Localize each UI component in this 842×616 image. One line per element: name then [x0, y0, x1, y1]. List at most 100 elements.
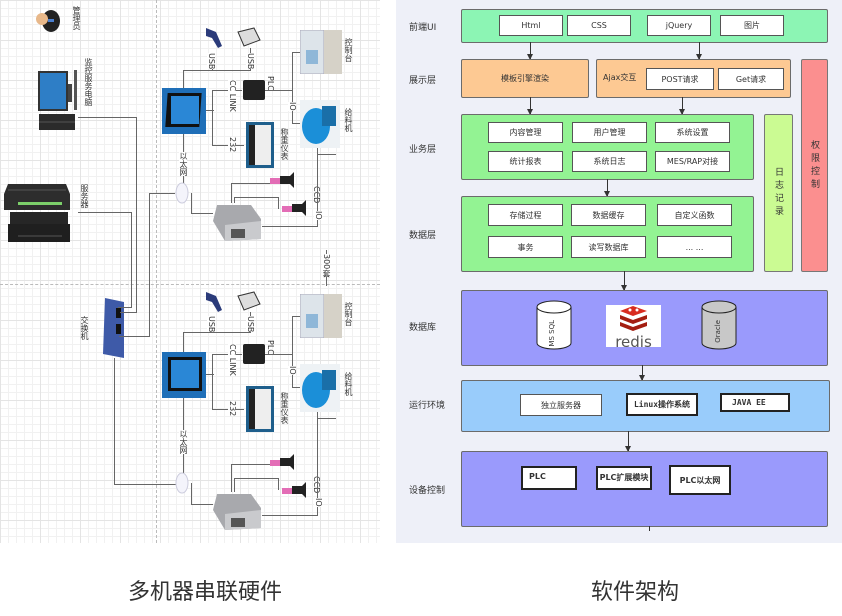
data-item: 事务	[488, 236, 563, 258]
flow-arrow	[625, 431, 631, 452]
weighing-instrument-icon	[246, 386, 274, 432]
admin-icon	[36, 10, 60, 32]
flow-arrow	[639, 365, 645, 381]
rs232-label: 232	[228, 137, 237, 153]
frontend-item: jQuery	[647, 15, 711, 36]
monitor-pc-label: 监控服务电脑	[84, 58, 93, 106]
layer-label-runtime: 运行环境	[409, 401, 446, 411]
data-item: 存储过程	[488, 204, 563, 226]
weighing-instrument-icon	[246, 122, 274, 168]
ccd-label: CCD	[312, 476, 321, 493]
io-label: IO	[288, 366, 297, 375]
monitor-pc-icon	[38, 70, 77, 130]
rs232-label: 232	[228, 401, 237, 417]
control-panel-icon	[300, 294, 342, 338]
io-label: IO	[314, 211, 323, 220]
data-item: ... ...	[657, 236, 732, 258]
touch-panel-icon	[162, 352, 206, 398]
ethernet-hub-icon	[175, 182, 189, 204]
plc-icon	[243, 80, 265, 100]
weighing-instrument-label: 称重仪表	[280, 128, 289, 160]
switch-icon	[103, 298, 124, 358]
cc-link-label: CC LINK	[228, 80, 237, 112]
weighing-instrument-label: 称重仪表	[280, 392, 289, 424]
touch-panel-icon	[162, 88, 206, 134]
business-item: MES/RAP对接	[655, 151, 730, 172]
business-item: 系统设置	[655, 122, 730, 143]
flow-arrow	[604, 179, 610, 197]
mssql-label: MS SQL	[548, 320, 556, 347]
industrial-pc-icon	[213, 205, 261, 241]
layer-label-presentation: 展示层	[409, 76, 437, 86]
runtime-item: JAVA EE	[720, 393, 790, 412]
frontend-item: Html	[499, 15, 563, 36]
server-label: 服务器	[80, 184, 89, 208]
plc-label: PLC	[266, 340, 275, 355]
io-label: IO	[288, 102, 297, 111]
io-label: IO	[314, 498, 323, 507]
hardware-caption: 多机器串联硬件	[128, 580, 283, 605]
ccd-camera-icon	[270, 454, 294, 470]
business-item: 用户管理	[572, 122, 647, 143]
permission-control-column: 权限控制	[801, 59, 828, 272]
software-architecture-diagram: 前端UI 展示层 业务层 数据层 数据库 运行环境 设备控制 Html CSS …	[396, 0, 842, 543]
frontend-item: CSS	[567, 15, 631, 36]
usb-label: USB	[246, 316, 255, 333]
layer-label-data: 数据层	[409, 231, 437, 241]
layer-label-frontend: 前端UI	[409, 23, 437, 33]
ccd-camera-icon	[282, 200, 306, 216]
redis-label: redis	[615, 333, 652, 351]
machine-group-2: USB USB CC LINK PLC IO 232 称重仪表	[0, 236, 380, 536]
ethernet-hub-icon	[175, 472, 189, 494]
flow-arrow	[696, 42, 702, 60]
industrial-pc-icon	[213, 494, 261, 530]
layer-label-device: 设备控制	[409, 486, 446, 496]
ajax-label: Ajax交互	[603, 73, 637, 82]
printer-icon	[237, 27, 261, 47]
flow-arrow	[527, 97, 533, 115]
data-item: 自定义函数	[657, 204, 732, 226]
connector-stub	[649, 526, 650, 531]
flow-arrow	[621, 271, 627, 291]
feeder-icon	[300, 100, 340, 148]
feeder-icon	[300, 364, 340, 412]
quantity-label: 300套	[322, 254, 331, 278]
business-item: 内容管理	[488, 122, 563, 143]
guide-line	[0, 284, 380, 285]
data-item: 数据缓存	[571, 204, 646, 226]
frontend-item: 图片	[720, 15, 784, 36]
runtime-item: Linux操作系统	[626, 393, 698, 416]
ccd-label: CCD	[312, 186, 321, 203]
oracle-label: Oracle	[714, 320, 722, 343]
runtime-item: 独立服务器	[520, 394, 602, 416]
mssql-cylinder-icon	[536, 300, 572, 350]
redis-cube-icon	[620, 306, 647, 331]
cc-link-label: CC LINK	[228, 344, 237, 376]
control-panel-icon	[300, 30, 342, 74]
feeder-label: 给料机	[344, 108, 353, 132]
guide-line	[156, 0, 157, 543]
ethernet-label: 以太网	[179, 152, 188, 176]
get-request-box: Get请求	[718, 68, 784, 90]
usb-label: USB	[207, 53, 216, 70]
business-item: 系统日志	[572, 151, 647, 172]
software-caption: 软件架构	[591, 580, 680, 605]
device-item: PLC以太网	[669, 465, 731, 495]
oracle-cylinder-icon	[701, 300, 737, 350]
control-panel-label: 控制台	[344, 302, 353, 326]
control-panel-label: 控制台	[344, 38, 353, 62]
layer-label-database: 数据库	[409, 323, 437, 333]
post-request-box: POST请求	[646, 68, 714, 90]
barcode-scanner-icon	[206, 292, 222, 312]
printer-icon	[237, 291, 261, 311]
server-icon	[4, 184, 70, 242]
device-item: PLC扩展模块	[596, 466, 652, 490]
flow-arrow	[679, 97, 685, 115]
ethernet-label: 以太网	[179, 430, 188, 454]
layer-label-business: 业务层	[409, 145, 437, 155]
logging-column: 日志记录	[764, 114, 793, 272]
hardware-diagram: 管理员 监控服务电脑 服务器 交换机	[0, 0, 380, 543]
template-engine-box: 模板引擎渲染	[461, 59, 589, 98]
device-item: PLC	[521, 466, 577, 490]
usb-label: USB	[246, 53, 255, 70]
